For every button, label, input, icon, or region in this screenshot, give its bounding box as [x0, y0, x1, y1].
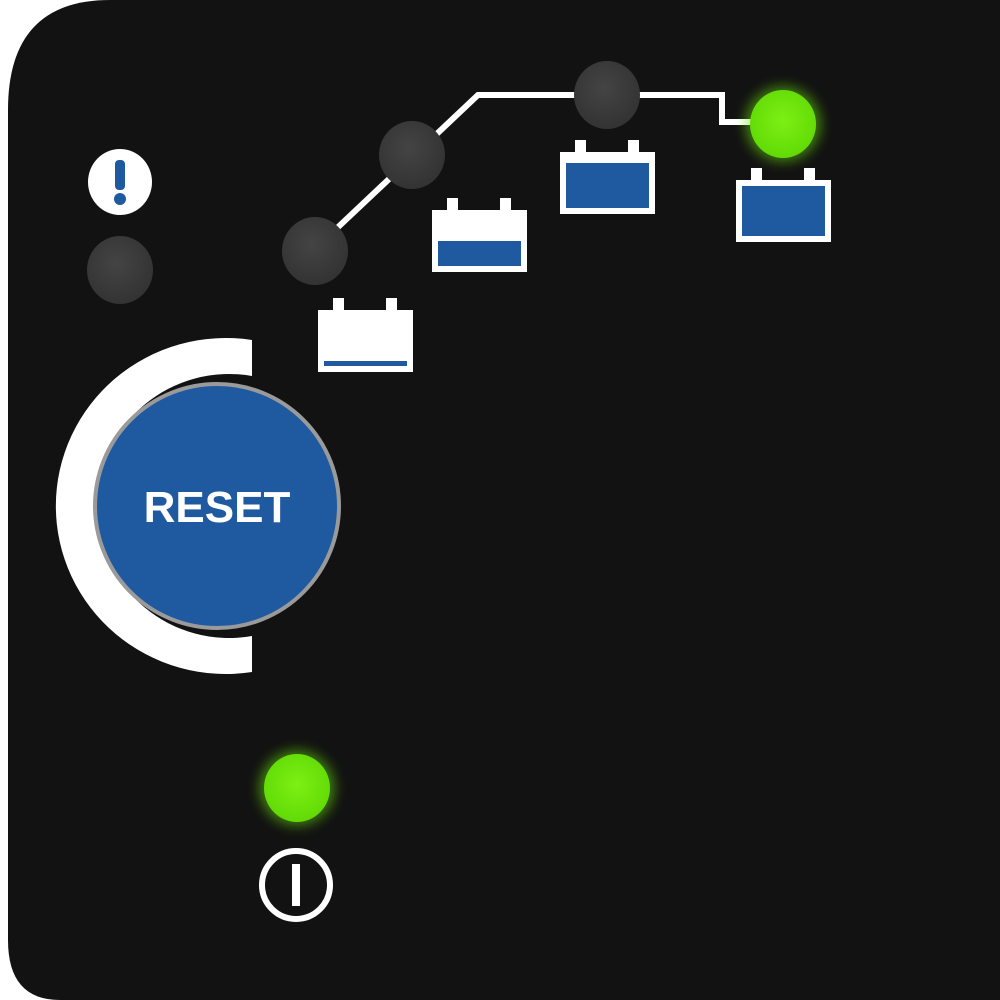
reset-ring — [55, 338, 253, 675]
reset-button-label: RESET — [144, 483, 291, 532]
battery-level-fill — [742, 186, 825, 236]
battery-icon — [318, 298, 413, 372]
battery-icon — [560, 140, 655, 214]
power-icon — [259, 848, 333, 922]
power-led — [264, 754, 330, 822]
panel-background — [8, 0, 1000, 1000]
power-indicator — [259, 750, 335, 922]
charge-stage-1 — [282, 217, 413, 372]
error-indicator — [87, 149, 153, 304]
charge-stage-2 — [379, 121, 527, 272]
reset-control[interactable]: RESET — [55, 338, 341, 675]
error-led — [87, 236, 153, 304]
stage-led — [574, 61, 640, 129]
stage-led — [750, 90, 816, 158]
stage-led — [282, 217, 348, 285]
battery-level-fill — [438, 241, 521, 266]
charge-stage-3 — [560, 61, 655, 214]
battery-level-fill — [566, 163, 649, 208]
stage-led — [379, 121, 445, 189]
reset-button[interactable] — [93, 382, 341, 630]
battery-icon — [736, 168, 831, 242]
battery-level-fill — [324, 361, 407, 366]
battery-icon — [432, 198, 527, 272]
charge-stage-4 — [736, 86, 831, 242]
